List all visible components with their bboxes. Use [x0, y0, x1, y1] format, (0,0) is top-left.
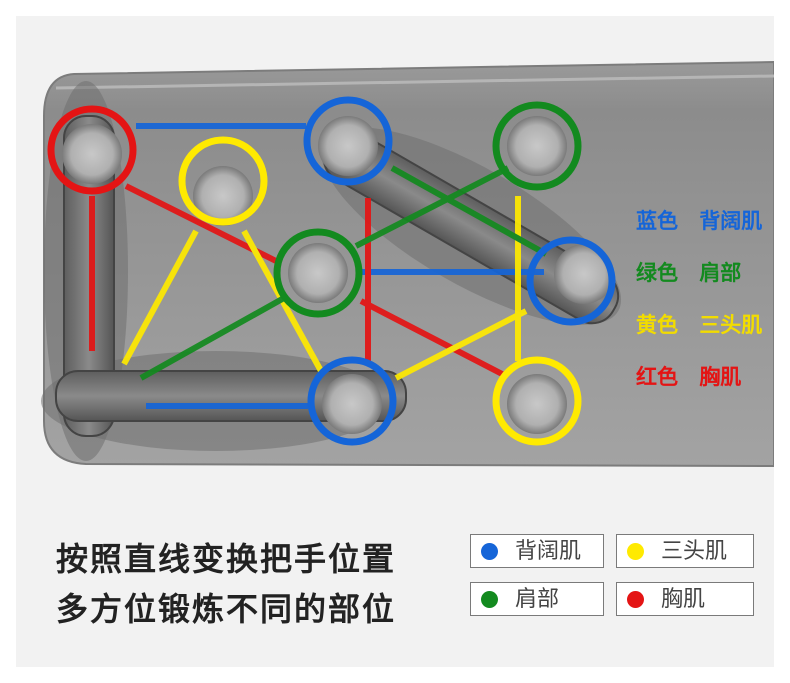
- ring-green: [492, 101, 582, 191]
- ring-blue: [307, 356, 397, 446]
- caption-line-2: 多方位锻炼不同的部位: [56, 590, 397, 628]
- hole: [288, 243, 348, 303]
- hole: [554, 244, 614, 304]
- ring-yellow: [492, 356, 582, 446]
- color-legend: 蓝色 背阔肌 绿色 肩部 黄色 三头肌 红色 胸肌: [636, 201, 774, 409]
- muscle-legend-label: 胸肌: [661, 587, 706, 612]
- hole: [507, 374, 567, 434]
- muscle-legend-item-yellow: 三头肌: [616, 534, 754, 568]
- connection-lines: [89, 123, 548, 409]
- ring-green: [273, 228, 363, 318]
- legend-color-name: 红色: [636, 365, 678, 389]
- muscle-legend-item-blue: 背阔肌: [470, 534, 604, 568]
- hole: [322, 374, 382, 434]
- legend-row-yellow: 黄色 三头肌: [636, 305, 774, 357]
- muscle-legend-item-green: 肩部: [470, 582, 604, 616]
- hole: [62, 124, 122, 184]
- product-image-frame: 蓝色 背阔肌 绿色 肩部 黄色 三头肌 红色 胸肌 按照直线变换把手位置 多方位…: [16, 16, 774, 667]
- ring-yellow: [178, 136, 268, 226]
- legend-row-blue: 蓝色 背阔肌: [636, 201, 774, 253]
- pushup-board-illustration: [41, 60, 774, 468]
- legend-color-name: 绿色: [636, 261, 678, 285]
- green-dot-icon: [481, 591, 498, 608]
- legend-color-name: 黄色: [636, 313, 678, 337]
- ring-red: [47, 105, 137, 195]
- caption: 按照直线变换把手位置 多方位锻炼不同的部位: [56, 534, 396, 634]
- hole: [318, 116, 378, 176]
- legend-color-name: 蓝色: [636, 209, 678, 233]
- position-rings: [47, 96, 616, 446]
- legend-row-green: 绿色 肩部: [636, 253, 774, 305]
- muscle-legend-label: 肩部: [515, 587, 560, 612]
- red-dot-icon: [627, 591, 644, 608]
- ring-blue: [303, 96, 393, 186]
- muscle-legend-label: 背阔肌: [515, 539, 582, 564]
- blue-dot-icon: [481, 543, 498, 560]
- ring-blue: [526, 236, 616, 326]
- legend-muscle: 背阔肌: [699, 209, 763, 233]
- legend-muscle: 肩部: [699, 261, 742, 285]
- muscle-legend-item-red: 胸肌: [616, 582, 754, 616]
- legend-muscle: 胸肌: [699, 365, 742, 389]
- legend-muscle: 三头肌: [699, 313, 763, 337]
- legend-row-red: 红色 胸肌: [636, 357, 774, 409]
- yellow-dot-icon: [627, 543, 644, 560]
- muscle-legend-label: 三头肌: [661, 539, 728, 564]
- caption-line-1: 按照直线变换把手位置: [56, 540, 397, 578]
- hole: [193, 166, 253, 226]
- hole: [507, 116, 567, 176]
